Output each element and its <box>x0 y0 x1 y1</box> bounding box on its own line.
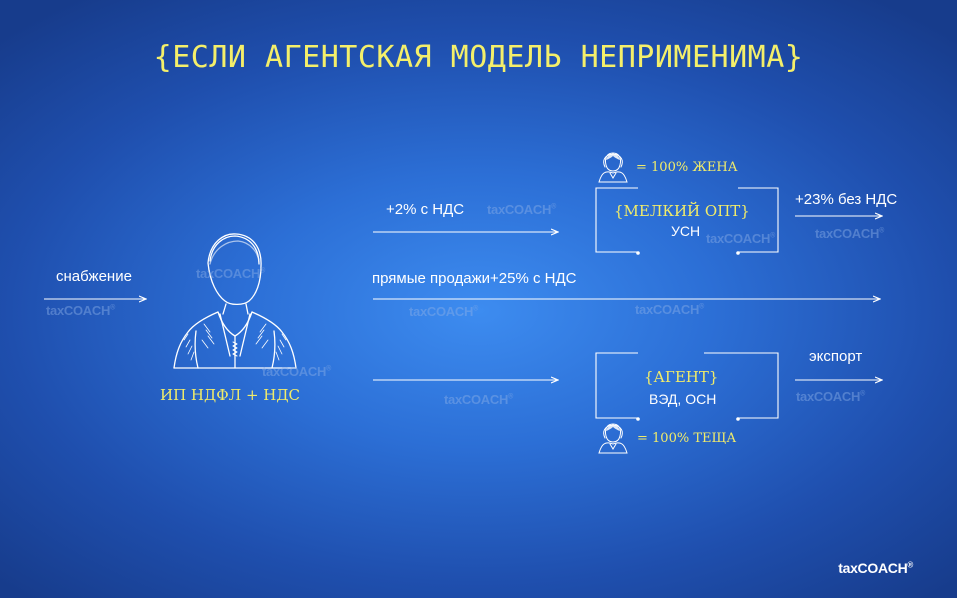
agent-box-frame <box>595 352 779 419</box>
opt-owner-note: = 100% ЖЕНА <box>636 160 738 175</box>
watermark: taxCOACH® <box>487 202 556 217</box>
opt-box-title: {МЕЛКИЙ ОПТ} <box>614 202 750 220</box>
watermark: taxCOACH® <box>46 303 115 318</box>
to-opt-label: +2% с НДС <box>386 201 465 218</box>
box-corner-dots <box>636 251 740 421</box>
watermark: taxCOACH® <box>815 226 884 241</box>
watermark: taxCOACH® <box>444 392 513 407</box>
agent-box-regime: ВЭД, ОСН <box>649 391 717 407</box>
agent-box-title: {АГЕНТ} <box>644 368 719 386</box>
slide-title: {ЕСЛИ АГЕНТСКАЯ МОДЕЛЬ НЕПРИМЕНИМА} <box>153 40 804 75</box>
watermark: taxCOACH® <box>196 266 265 281</box>
export-label: экспорт <box>809 348 863 365</box>
from-opt-label: +23% без НДС <box>795 191 898 208</box>
opt-box-regime: УСН <box>671 223 701 239</box>
brand-logo: taxCOACH® <box>838 560 913 576</box>
opt-box-frame <box>595 187 779 253</box>
watermark: taxCOACH® <box>706 231 775 246</box>
watermark: taxCOACH® <box>262 364 331 379</box>
agent-owner-note: = 100% ТЕЩА <box>637 431 737 446</box>
person-label: ИП НДФЛ + НДС <box>160 386 301 404</box>
agent-owner-woman-icon <box>598 423 628 454</box>
supply-label: снабжение <box>56 268 132 285</box>
opt-owner-woman-icon <box>598 152 628 183</box>
person-sketch-icon <box>173 233 297 369</box>
direct-sales-label: прямые продажи+25% с НДС <box>372 270 577 287</box>
watermark: taxCOACH® <box>796 389 865 404</box>
watermark: taxCOACH® <box>635 302 704 317</box>
watermark: taxCOACH® <box>409 304 478 319</box>
